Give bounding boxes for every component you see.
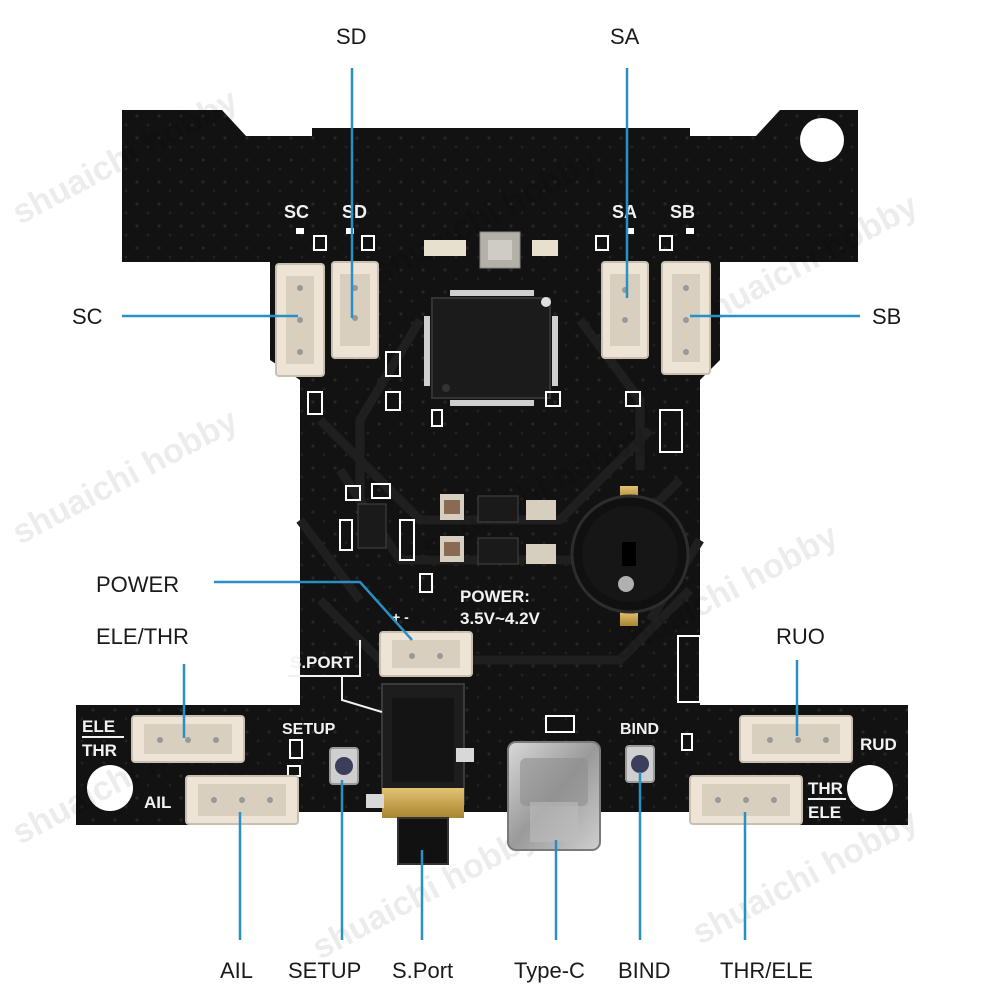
svg-text:shuaichi hobby: shuaichi hobby	[6, 401, 244, 552]
callout-thr-ele: THR/ELE	[720, 958, 813, 983]
callout-sc: SC	[72, 304, 103, 329]
mounting-hole	[800, 118, 844, 162]
callout-power: POWER	[96, 572, 179, 597]
connector-sc	[275, 263, 325, 377]
leader-lines	[122, 68, 860, 940]
callout-ele-thr: ELE/THR	[96, 624, 189, 649]
silk-ele: ELE	[82, 717, 115, 736]
connector-sa	[601, 261, 649, 359]
silk-ail: AIL	[144, 793, 171, 812]
callout-setup: SETUP	[288, 958, 361, 983]
silk-bind: BIND	[620, 721, 659, 738]
connector-ele-thr	[131, 715, 245, 763]
silk-setup: SETUP	[282, 721, 336, 738]
silk-ele-right: ELE	[808, 803, 841, 822]
silk-thr: THR	[82, 741, 117, 760]
silkscreen-labels: SC SD SA SB POWER: 3.5V~4.2V + - S.PORT …	[82, 202, 897, 822]
silk-sb: SB	[670, 202, 695, 222]
mcu-chip	[424, 290, 558, 406]
silk-power-range: 3.5V~4.2V	[460, 609, 541, 628]
connector-sb	[661, 261, 711, 375]
connector-sd	[331, 261, 379, 359]
power-regulator	[357, 494, 556, 565]
silk-power-title: POWER:	[460, 587, 530, 606]
callout-typec: Type-C	[514, 958, 585, 983]
callout-sd: SD	[336, 24, 367, 49]
callout-sport: S.Port	[392, 958, 453, 983]
silk-sd: SD	[342, 202, 367, 222]
crystal-chip	[424, 231, 558, 269]
connector-rud	[739, 715, 853, 763]
callout-sa: SA	[610, 24, 640, 49]
silk-thr-right: THR	[808, 779, 843, 798]
sport-jack	[366, 683, 474, 865]
silk-polarity: + -	[392, 609, 409, 625]
setup-button[interactable]	[329, 747, 359, 785]
mounting-hole	[847, 765, 893, 811]
callout-bind: BIND	[618, 958, 671, 983]
buzzer	[570, 486, 690, 626]
passive-components	[287, 228, 701, 777]
mounting-hole	[87, 765, 133, 811]
silk-sc: SC	[284, 202, 309, 222]
callout-sb: SB	[872, 304, 901, 329]
silk-sa: SA	[612, 202, 637, 222]
connector-power	[379, 631, 473, 677]
callout-labels: SD SA SC SB POWER ELE/THR RUO AIL SETUP …	[72, 24, 901, 983]
silk-rud: RUD	[860, 735, 897, 754]
silk-marks	[82, 640, 846, 800]
usb-c-port	[507, 741, 601, 851]
silk-sport: S.PORT	[290, 653, 354, 672]
callout-ail: AIL	[220, 958, 253, 983]
connector-ail	[185, 775, 299, 825]
callout-ruo: RUO	[776, 624, 825, 649]
